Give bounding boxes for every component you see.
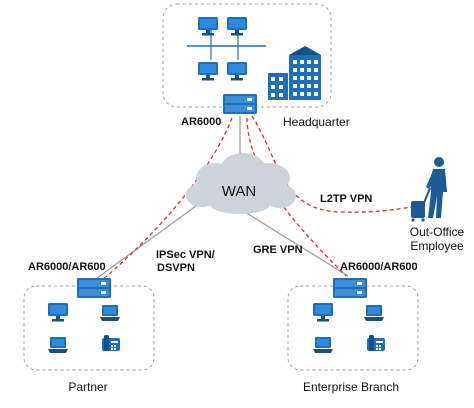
- branch-router-icon: [333, 278, 367, 298]
- hq-building-icon: [268, 46, 321, 100]
- l2tp-vpn-tunnel: [251, 115, 413, 213]
- gre-vpn-label: GRE VPN: [253, 244, 303, 256]
- hq-lan: [187, 30, 266, 60]
- hq-pc-icon: [198, 62, 218, 81]
- partner-site-label: Partner: [68, 380, 107, 394]
- branch-phone-icon: [367, 335, 385, 351]
- ipsec-vpn-tunnel: [101, 117, 233, 281]
- branch-pc-icon: [313, 303, 333, 322]
- partner-laptop-icon: [48, 337, 68, 353]
- employee-icon: [411, 157, 447, 222]
- hq-router-icon: [223, 94, 257, 114]
- branch-boundary: [287, 285, 419, 371]
- branch-laptop-icon: [313, 337, 333, 353]
- branch-site-label: Enterprise Branch: [303, 380, 399, 394]
- partner-phone-icon: [102, 335, 120, 351]
- partner-pc-icon: [48, 303, 68, 322]
- branch-router-label: AR6000/AR600: [340, 261, 418, 273]
- hq-pc-icon: [227, 62, 247, 81]
- wan-cloud: [186, 153, 296, 214]
- l2tp-vpn-label: L2TP VPN: [320, 193, 372, 205]
- headquarter-boundary: [162, 3, 332, 108]
- employee-label-2: Employee: [410, 239, 464, 253]
- partner-router-icon: [77, 278, 111, 298]
- hq-router-label: AR6000: [181, 116, 221, 128]
- employee-label: Out-Office: [410, 225, 465, 239]
- hq-site-label: Headquarter: [283, 115, 350, 129]
- partner-boundary: [23, 285, 155, 371]
- partner-laptop-icon: [100, 305, 120, 321]
- wan-label: WAN: [222, 183, 256, 200]
- ipsec-vpn-label-2: DSVPN: [157, 262, 195, 274]
- hq-pc-icon: [198, 17, 218, 36]
- branch-laptop-icon: [364, 305, 384, 321]
- ipsec-vpn-label: IPSec VPN/: [156, 249, 215, 261]
- hq-pc-icon: [227, 17, 247, 36]
- vpn-tunnels: [101, 115, 413, 281]
- partner-router-label: AR6000/AR600: [28, 261, 106, 273]
